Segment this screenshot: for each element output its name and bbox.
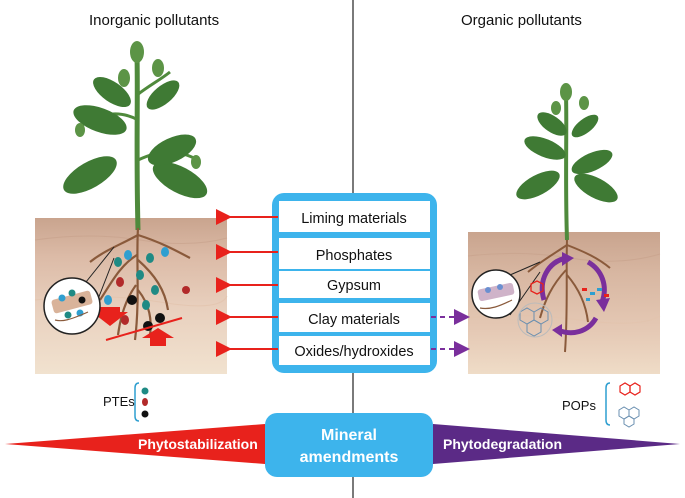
degradation-arrowheads [552,252,610,337]
mineral-amendments-line1: Mineral [321,427,377,444]
mineral-amendments-box [265,413,433,477]
amendment-label-3: Clay materials [308,312,400,328]
title-right: Organic pollutants [461,12,582,29]
plant-left-icon [63,41,208,231]
legend-pops-label: POPs [562,398,596,413]
title-left: Inorganic pollutants [89,12,219,29]
amendment-label-4: Oxides/hydroxides [294,344,413,360]
legend-ptes-label: PTEs [103,394,135,409]
amendment-label-1: Phosphates [316,248,393,264]
roots-right [527,239,611,353]
amendment-item-1[interactable]: Phosphates [279,238,430,269]
magnifier-left-icon [43,246,115,335]
amendment-item-0[interactable]: Liming materials [279,201,430,232]
roots-left [89,227,191,341]
amendment-item-2[interactable]: Gypsum [279,271,430,298]
phytodegradation-wedge [433,424,680,464]
immobilization-arrows-left [92,307,183,346]
amendment-item-4[interactable]: Oxides/hydroxides [279,336,430,365]
pop-legend-molecule-icon [605,382,641,428]
arrows-to-inorganic [216,209,278,357]
arrows-to-organic [431,309,470,357]
plant-right-icon [516,83,618,241]
pte-legend-dots-icon [134,382,149,422]
phytodegradation-label: Phytodegradation [443,436,562,452]
amendment-label-2: Gypsum [327,278,381,294]
amendment-item-3[interactable]: Clay materials [279,303,430,332]
pte-particles-left [104,247,190,331]
magnifier-right-icon [471,261,541,319]
phytostabilization-wedge [5,424,265,464]
degradation-particles [582,288,609,301]
molecule-icon-soil [517,280,553,338]
mineral-amendments-line2: amendments [300,449,399,466]
phytostabilization-label: Phytostabilization [138,436,258,452]
amendment-label-0: Liming materials [301,211,407,227]
